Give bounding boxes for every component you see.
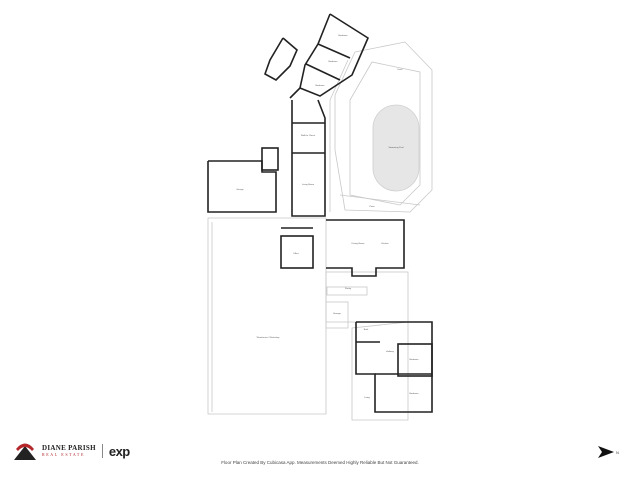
brand-name: DIANE PARISH bbox=[42, 444, 96, 452]
disclaimer-text: Floor Plan Created By Cubicasa App. Meas… bbox=[221, 460, 419, 465]
svg-text:Bedroom: Bedroom bbox=[329, 60, 338, 63]
svg-text:Bedroom: Bedroom bbox=[410, 392, 419, 395]
compass-label: N bbox=[616, 449, 619, 455]
floor-plan: Bedroom Bedroom Bedroom Walk-In Closet L… bbox=[207, 13, 433, 421]
svg-text:Warehouse / Workshop: Warehouse / Workshop bbox=[257, 336, 281, 339]
svg-text:Garage: Garage bbox=[236, 188, 244, 191]
svg-text:Hallway: Hallway bbox=[386, 351, 395, 353]
svg-text:Kitchen: Kitchen bbox=[381, 242, 389, 245]
svg-text:Storage: Storage bbox=[333, 312, 341, 315]
exp-logo: exp bbox=[108, 443, 130, 459]
svg-text:Living: Living bbox=[364, 397, 370, 399]
svg-text:Bedroom: Bedroom bbox=[339, 34, 348, 37]
svg-text:Living Room: Living Room bbox=[302, 184, 314, 186]
svg-text:Patio: Patio bbox=[370, 205, 376, 208]
svg-text:Walk-In Closet: Walk-In Closet bbox=[301, 134, 316, 137]
brand-subtitle: REAL ESTATE bbox=[42, 452, 86, 457]
svg-text:Bedroom: Bedroom bbox=[316, 84, 325, 87]
logo-divider bbox=[101, 444, 103, 458]
svg-text:Office: Office bbox=[293, 253, 299, 255]
svg-text:Deck: Deck bbox=[398, 69, 404, 71]
svg-text:Bath: Bath bbox=[364, 328, 369, 331]
house-logo-icon bbox=[14, 443, 36, 460]
north-compass: N bbox=[598, 446, 619, 458]
swimming-pool bbox=[372, 104, 420, 192]
brand-logo: DIANE PARISH REAL ESTATE exp bbox=[12, 440, 130, 462]
svg-text:Dining Room: Dining Room bbox=[352, 243, 365, 245]
svg-text:Pantry: Pantry bbox=[345, 287, 352, 290]
compass-arrow-icon bbox=[598, 446, 614, 458]
svg-text:Swimming Pool: Swimming Pool bbox=[388, 147, 404, 149]
svg-text:Bedroom: Bedroom bbox=[410, 358, 419, 361]
